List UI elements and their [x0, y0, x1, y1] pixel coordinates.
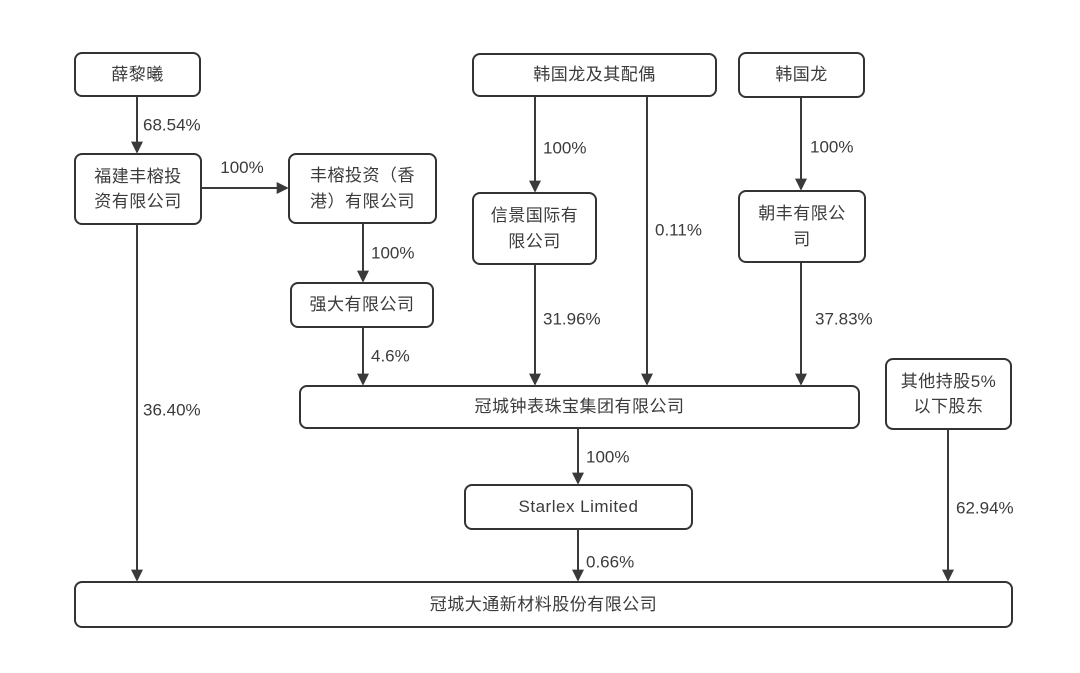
node-guancheng-watch-jewelry-group: 冠城钟表珠宝集团有限公司 [299, 385, 860, 429]
ownership-percentage-label-fujian-fengrong-investment-to-fengrong-investment-hk: 100% [220, 158, 264, 177]
node-guancheng-datong-new-materials: 冠城大通新材料股份有限公司 [74, 581, 1013, 628]
ownership-percentage-label-guancheng-watch-jewelry-group-to-starlex-limited: 100% [586, 447, 630, 467]
node-han-guolong: 韩国龙 [738, 52, 865, 98]
node-other-shareholders-below-5pct: 其他持股5% 以下股东 [885, 358, 1012, 430]
ownership-percentage-label-xue-lixi-to-fujian-fengrong-investment: 68.54% [143, 115, 201, 135]
node-fujian-fengrong-investment: 福建丰榕投 资有限公司 [74, 153, 202, 225]
node-xue-lixi: 薛黎曦 [74, 52, 201, 97]
node-fengrong-investment-hk: 丰榕投资（香 港）有限公司 [288, 153, 437, 224]
ownership-percentage-label-xinjing-international-to-guancheng-watch-jewelry-group: 31.96% [543, 309, 601, 329]
node-han-guolong-and-spouse: 韩国龙及其配偶 [472, 53, 717, 97]
ownership-percentage-label-starlex-limited-to-guancheng-datong-new-materials: 0.66% [586, 552, 635, 572]
ownership-percentage-label-qiangda-limited-to-guancheng-watch-jewelry-group: 4.6% [371, 346, 410, 366]
node-qiangda-limited: 强大有限公司 [290, 282, 434, 328]
ownership-percentage-label-han-guolong-to-chaofeng-limited: 100% [810, 137, 854, 157]
ownership-percentage-label-fujian-fengrong-investment-to-guancheng-datong-new-materials: 36.40% [143, 400, 201, 420]
node-xinjing-international: 信景国际有 限公司 [472, 192, 597, 265]
ownership-percentage-label-chaofeng-limited-to-guancheng-watch-jewelry-group: 37.83% [815, 309, 873, 329]
node-chaofeng-limited: 朝丰有限公 司 [738, 190, 866, 263]
ownership-percentage-label-other-shareholders-below-5pct-to-guancheng-datong-new-materials: 62.94% [956, 498, 1014, 518]
ownership-percentage-label-han-guolong-and-spouse-to-guancheng-watch-jewelry-group: 0.11% [655, 220, 702, 240]
ownership-percentage-label-fengrong-investment-hk-to-qiangda-limited: 100% [371, 243, 415, 263]
ownership-percentage-label-han-guolong-and-spouse-to-xinjing-international: 100% [543, 138, 587, 158]
node-starlex-limited: Starlex Limited [464, 484, 693, 530]
